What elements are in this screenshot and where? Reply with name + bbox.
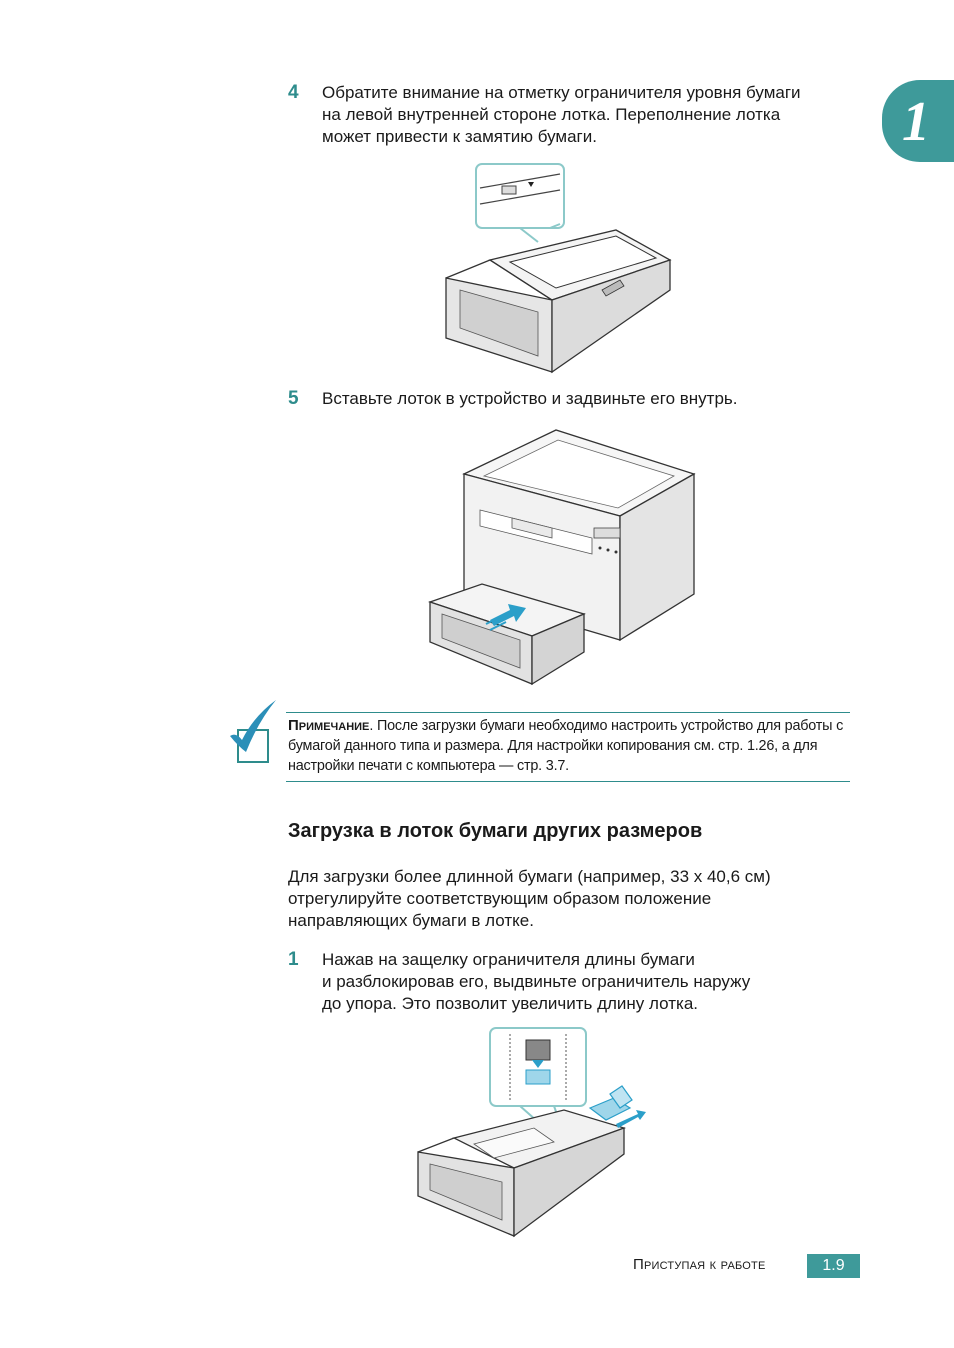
note-divider-top — [286, 712, 850, 713]
footer-page-number: 1.9 — [807, 1254, 860, 1278]
step-text: Обратите внимание на отметку ограничител… — [322, 83, 801, 146]
note-text: Примечание. После загрузки бумаги необхо… — [288, 716, 850, 776]
checkmark-note-icon — [230, 700, 276, 763]
chapter-number: 1 — [902, 91, 930, 153]
step-number: 5 — [288, 388, 299, 409]
step-text: Вставьте лоток в устройство и задвиньте … — [322, 389, 738, 408]
step-number: 4 — [288, 82, 299, 103]
note-box: Примечание. После загрузки бумаги необхо… — [228, 690, 850, 786]
section-heading: Загрузка в лоток бумаги других размеров — [288, 820, 703, 842]
step-text: Нажав на защелку ограничителя длины бума… — [322, 950, 751, 1013]
section-intro: Для загрузки более длинной бумаги (напри… — [288, 867, 771, 930]
note-divider-bottom — [286, 781, 850, 782]
note-label: Примечание — [288, 717, 370, 734]
step-number: 1 — [288, 949, 299, 970]
paper-tray-level-illustration — [445, 163, 672, 374]
note-body: . После загрузки бумаги необходимо настр… — [288, 718, 844, 774]
footer-chapter-label: Приступая к работе — [633, 1256, 766, 1273]
chapter-tab: 1 — [882, 80, 954, 162]
printer-insert-tray-illustration — [427, 429, 696, 686]
tray-length-guide-illustration — [417, 1027, 646, 1238]
